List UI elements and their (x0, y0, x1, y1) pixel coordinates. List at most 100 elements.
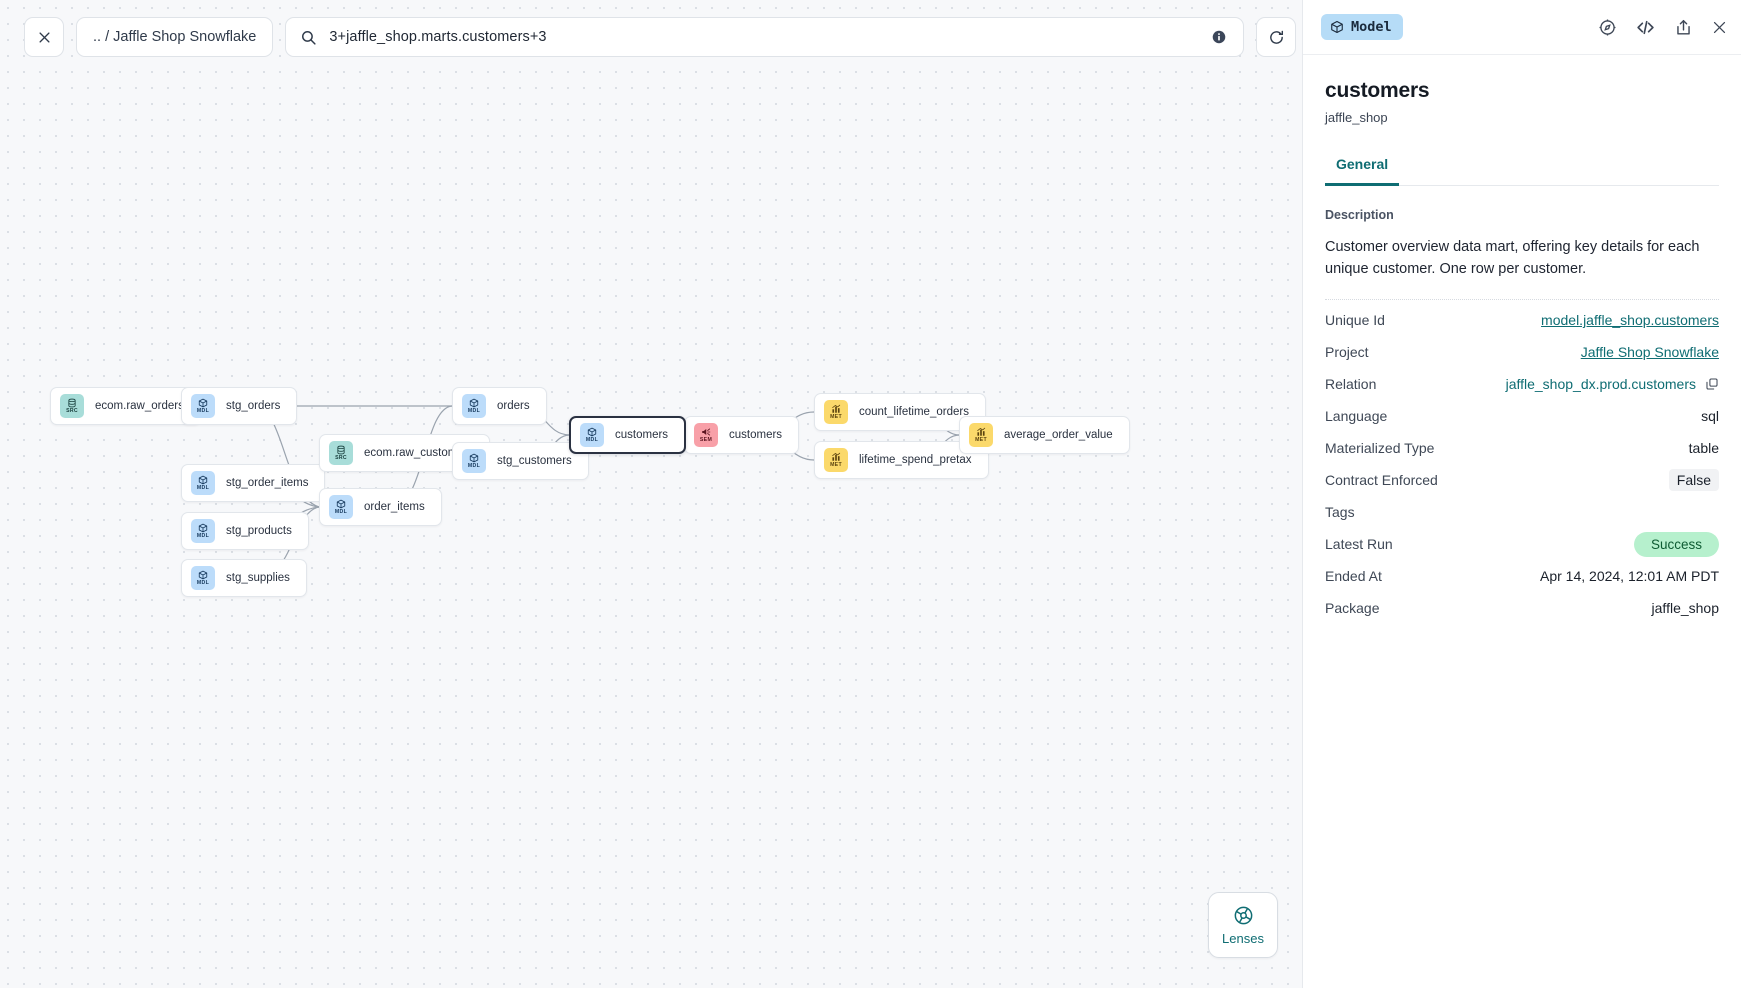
node-label: stg_customers (497, 455, 572, 467)
search-value: 3+jaffle_shop.marts.customers+3 (329, 29, 547, 45)
detail-row-key: Materialized Type (1325, 439, 1435, 456)
node-label: average_order_value (1004, 429, 1113, 441)
description-text: Customer overview data mart, offering ke… (1325, 239, 1700, 278)
detail-row-project: Project Jaffle Shop Snowflake (1325, 336, 1719, 368)
src-badge-icon: SRC (60, 394, 84, 418)
close-icon[interactable] (1711, 19, 1728, 36)
lineage-node-orders[interactable]: MDL orders (452, 387, 547, 425)
info-icon[interactable] (1211, 29, 1227, 45)
node-label: ecom.raw_orders (95, 400, 184, 412)
panel-tabs: General (1325, 151, 1719, 186)
node-label: orders (497, 400, 530, 412)
description-label: Description (1325, 208, 1394, 222)
lenses-label: Lenses (1222, 930, 1264, 946)
mdl-badge-icon: MDL (580, 423, 604, 447)
detail-row-value: jaffle_shop (1651, 599, 1719, 616)
detail-row-value[interactable]: model.jaffle_shop.customers (1541, 311, 1719, 328)
model-type-chip[interactable]: Model (1321, 14, 1403, 40)
node-label: customers (729, 429, 783, 441)
detail-row-unique-id: Unique Id model.jaffle_shop.customers (1325, 304, 1719, 336)
detail-row-contract-enforced: Contract Enforced False (1325, 464, 1719, 496)
node-label: stg_supplies (226, 572, 290, 584)
search-icon (300, 29, 317, 46)
search-input[interactable]: 3+jaffle_shop.marts.customers+3 (285, 17, 1245, 57)
detail-row-package: Package jaffle_shop (1325, 592, 1719, 624)
page-title: customers (1325, 79, 1430, 102)
detail-row-key: Contract Enforced (1325, 471, 1438, 488)
node-label: customers (615, 429, 669, 441)
met-badge-icon: MET (969, 423, 993, 447)
canvas-toolbar: .. / Jaffle Shop Snowflake 3+jaffle_shop… (24, 17, 1297, 57)
refresh-icon (1269, 30, 1283, 44)
panel-header: Model (1303, 0, 1741, 55)
compass-icon[interactable] (1598, 18, 1617, 37)
detail-row-key: Tags (1325, 503, 1355, 520)
detail-row-value: Success (1633, 531, 1719, 557)
detail-row-value[interactable]: Jaffle Shop Snowflake (1580, 343, 1719, 360)
sem-badge-icon: SEM (694, 423, 718, 447)
detail-panel: Model (1302, 0, 1741, 988)
divider (1325, 298, 1719, 300)
model-chip-label: Model (1351, 19, 1392, 35)
breadcrumb[interactable]: .. / Jaffle Shop Snowflake (76, 17, 274, 57)
lineage-canvas[interactable]: .. / Jaffle Shop Snowflake 3+jaffle_shop… (0, 0, 1302, 988)
mdl-badge-icon: MDL (191, 519, 215, 543)
panel-title-block: customers jaffle_shop (1303, 55, 1741, 125)
lenses-button[interactable]: Lenses (1208, 892, 1278, 958)
detail-row-tags: Tags (1325, 496, 1719, 528)
status-badge: Success (1633, 531, 1719, 557)
lineage-node-customers[interactable]: MDL customers (569, 416, 687, 454)
close-icon (38, 31, 50, 43)
lineage-node-stg-order-items[interactable]: MDL stg_order_items (181, 464, 326, 502)
node-label: lifetime_spend_pretax (859, 454, 972, 466)
met-badge-icon: MET (824, 448, 848, 472)
code-icon[interactable] (1635, 17, 1656, 38)
detail-row-key: Unique Id (1325, 311, 1385, 328)
relation-text: jaffle_shop_dx.prod.customers (1505, 375, 1696, 392)
detail-row-value: False (1668, 468, 1719, 491)
src-badge-icon: SRC (329, 441, 353, 465)
lineage-node-ecom-raw-orders[interactable]: SRC ecom.raw_orders (50, 387, 201, 425)
tab-general[interactable]: General (1325, 151, 1400, 186)
detail-row-language: Language sql (1325, 400, 1719, 432)
detail-row-key: Project (1325, 343, 1369, 360)
mdl-badge-icon: MDL (329, 495, 353, 519)
node-label: stg_products (226, 525, 292, 537)
mdl-badge-icon: MDL (191, 394, 215, 418)
detail-row-key: Language (1325, 407, 1388, 424)
node-label: stg_order_items (226, 477, 309, 489)
lineage-node-stg-orders[interactable]: MDL stg_orders (181, 387, 298, 425)
detail-row-key: Ended At (1325, 567, 1382, 584)
copy-icon[interactable] (1705, 377, 1719, 391)
refresh-button[interactable] (1256, 17, 1297, 57)
detail-row-key: Package (1325, 599, 1380, 616)
lineage-node-customers[interactable]: SEM customers (684, 416, 800, 454)
status-badge: False (1668, 468, 1719, 491)
panel-action-icons (1598, 17, 1728, 38)
mdl-badge-icon: MDL (191, 471, 215, 495)
node-label: stg_orders (226, 400, 281, 412)
panel-subtitle: jaffle_shop (1325, 110, 1388, 125)
mdl-badge-icon: MDL (462, 394, 486, 418)
detail-row-value[interactable]: jaffle_shop_dx.prod.customers (1506, 376, 1719, 392)
met-badge-icon: MET (824, 400, 848, 424)
cube-icon (1331, 20, 1343, 34)
detail-row-value: sql (1701, 407, 1719, 424)
share-icon[interactable] (1674, 18, 1693, 37)
detail-row-latest-run: Latest Run Success (1325, 528, 1719, 560)
detail-row-key: Latest Run (1325, 535, 1393, 552)
mdl-badge-icon: MDL (462, 449, 486, 473)
aperture-icon (1234, 906, 1252, 924)
lineage-node-average-order-value[interactable]: MET average_order_value (959, 416, 1130, 454)
close-lineage-button[interactable] (24, 17, 64, 57)
lineage-node-stg-products[interactable]: MDL stg_products (181, 512, 309, 550)
panel-body: Description Customer overview data mart,… (1303, 186, 1741, 988)
